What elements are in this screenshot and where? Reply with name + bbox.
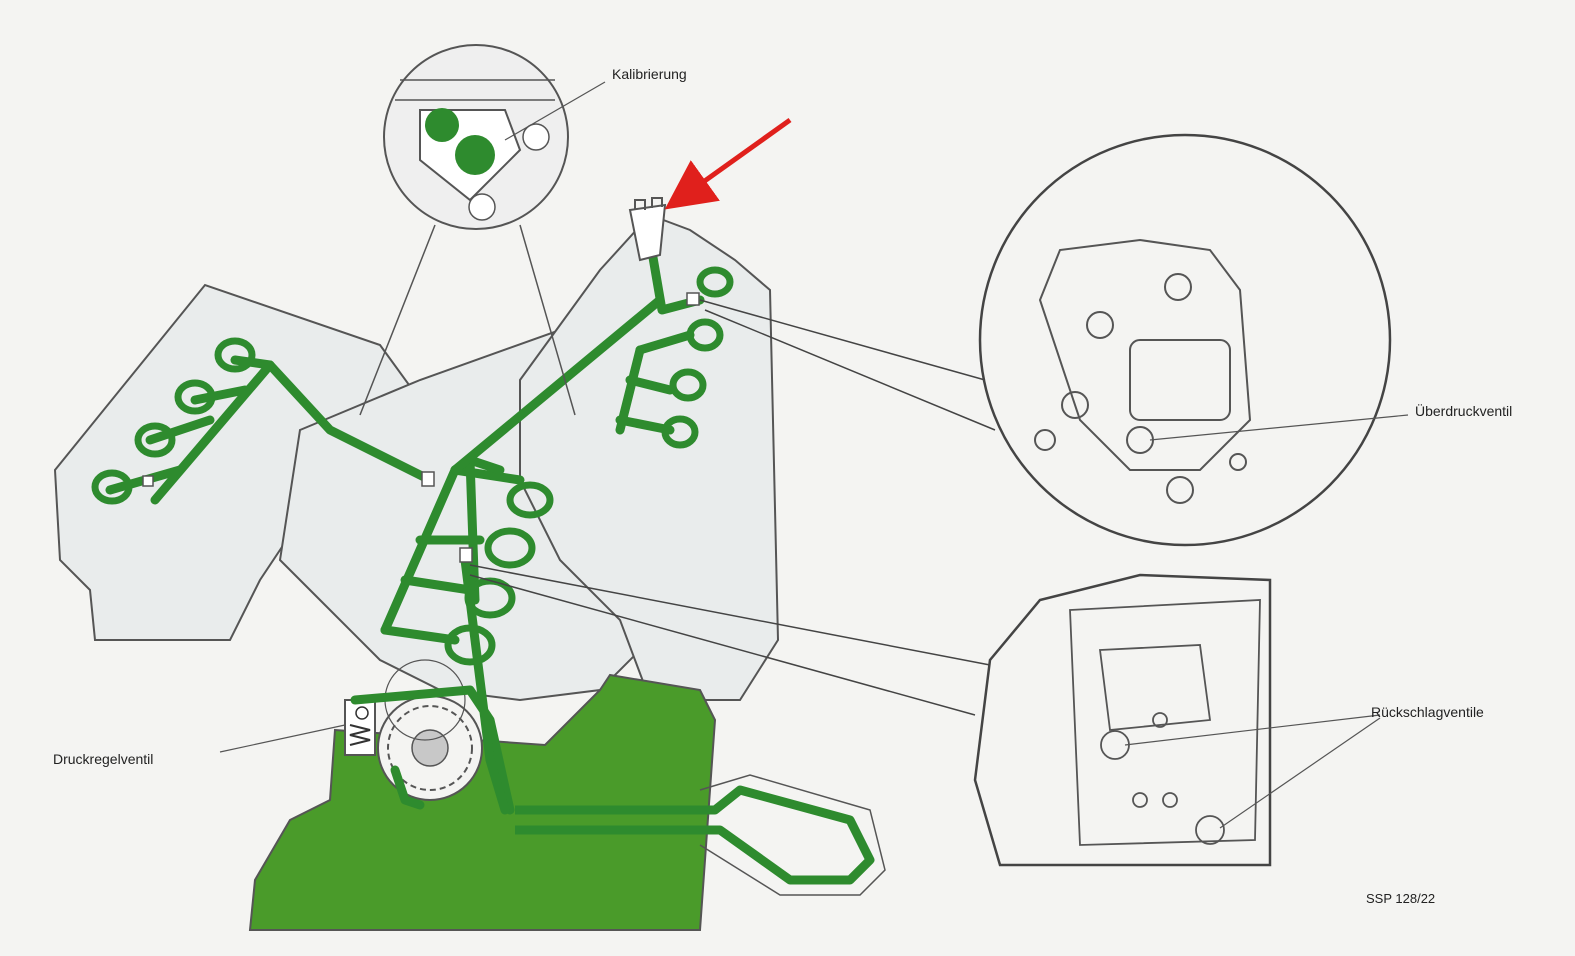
rueckschlagventile-inset xyxy=(973,573,1381,867)
oil-filler-neck xyxy=(628,197,667,262)
ueberdruckventil-inset xyxy=(978,133,1409,547)
pressure-regulating-valve xyxy=(344,699,376,756)
check-valve-marker xyxy=(421,471,435,487)
oil-pump-gear xyxy=(377,659,483,801)
kalibrierung-inset xyxy=(359,44,606,416)
check-valve-marker xyxy=(459,547,473,563)
label-kalibrierung: Kalibrierung xyxy=(612,66,687,82)
label-rueckschlagventile: Rückschlagventile xyxy=(1371,704,1484,720)
relief-valve-marker xyxy=(686,292,700,306)
engine-block xyxy=(53,213,780,702)
oil-cooler-loop xyxy=(515,785,875,885)
bearing-rings xyxy=(91,266,734,666)
figure-code: SSP 128/22 xyxy=(1366,891,1436,906)
label-ueberdruckventil: Überdruckventil xyxy=(1415,403,1513,419)
oil-galleries xyxy=(105,235,705,815)
label-druckregelventil: Druckregelventil xyxy=(53,751,154,767)
red-arrow-icon xyxy=(664,117,792,210)
